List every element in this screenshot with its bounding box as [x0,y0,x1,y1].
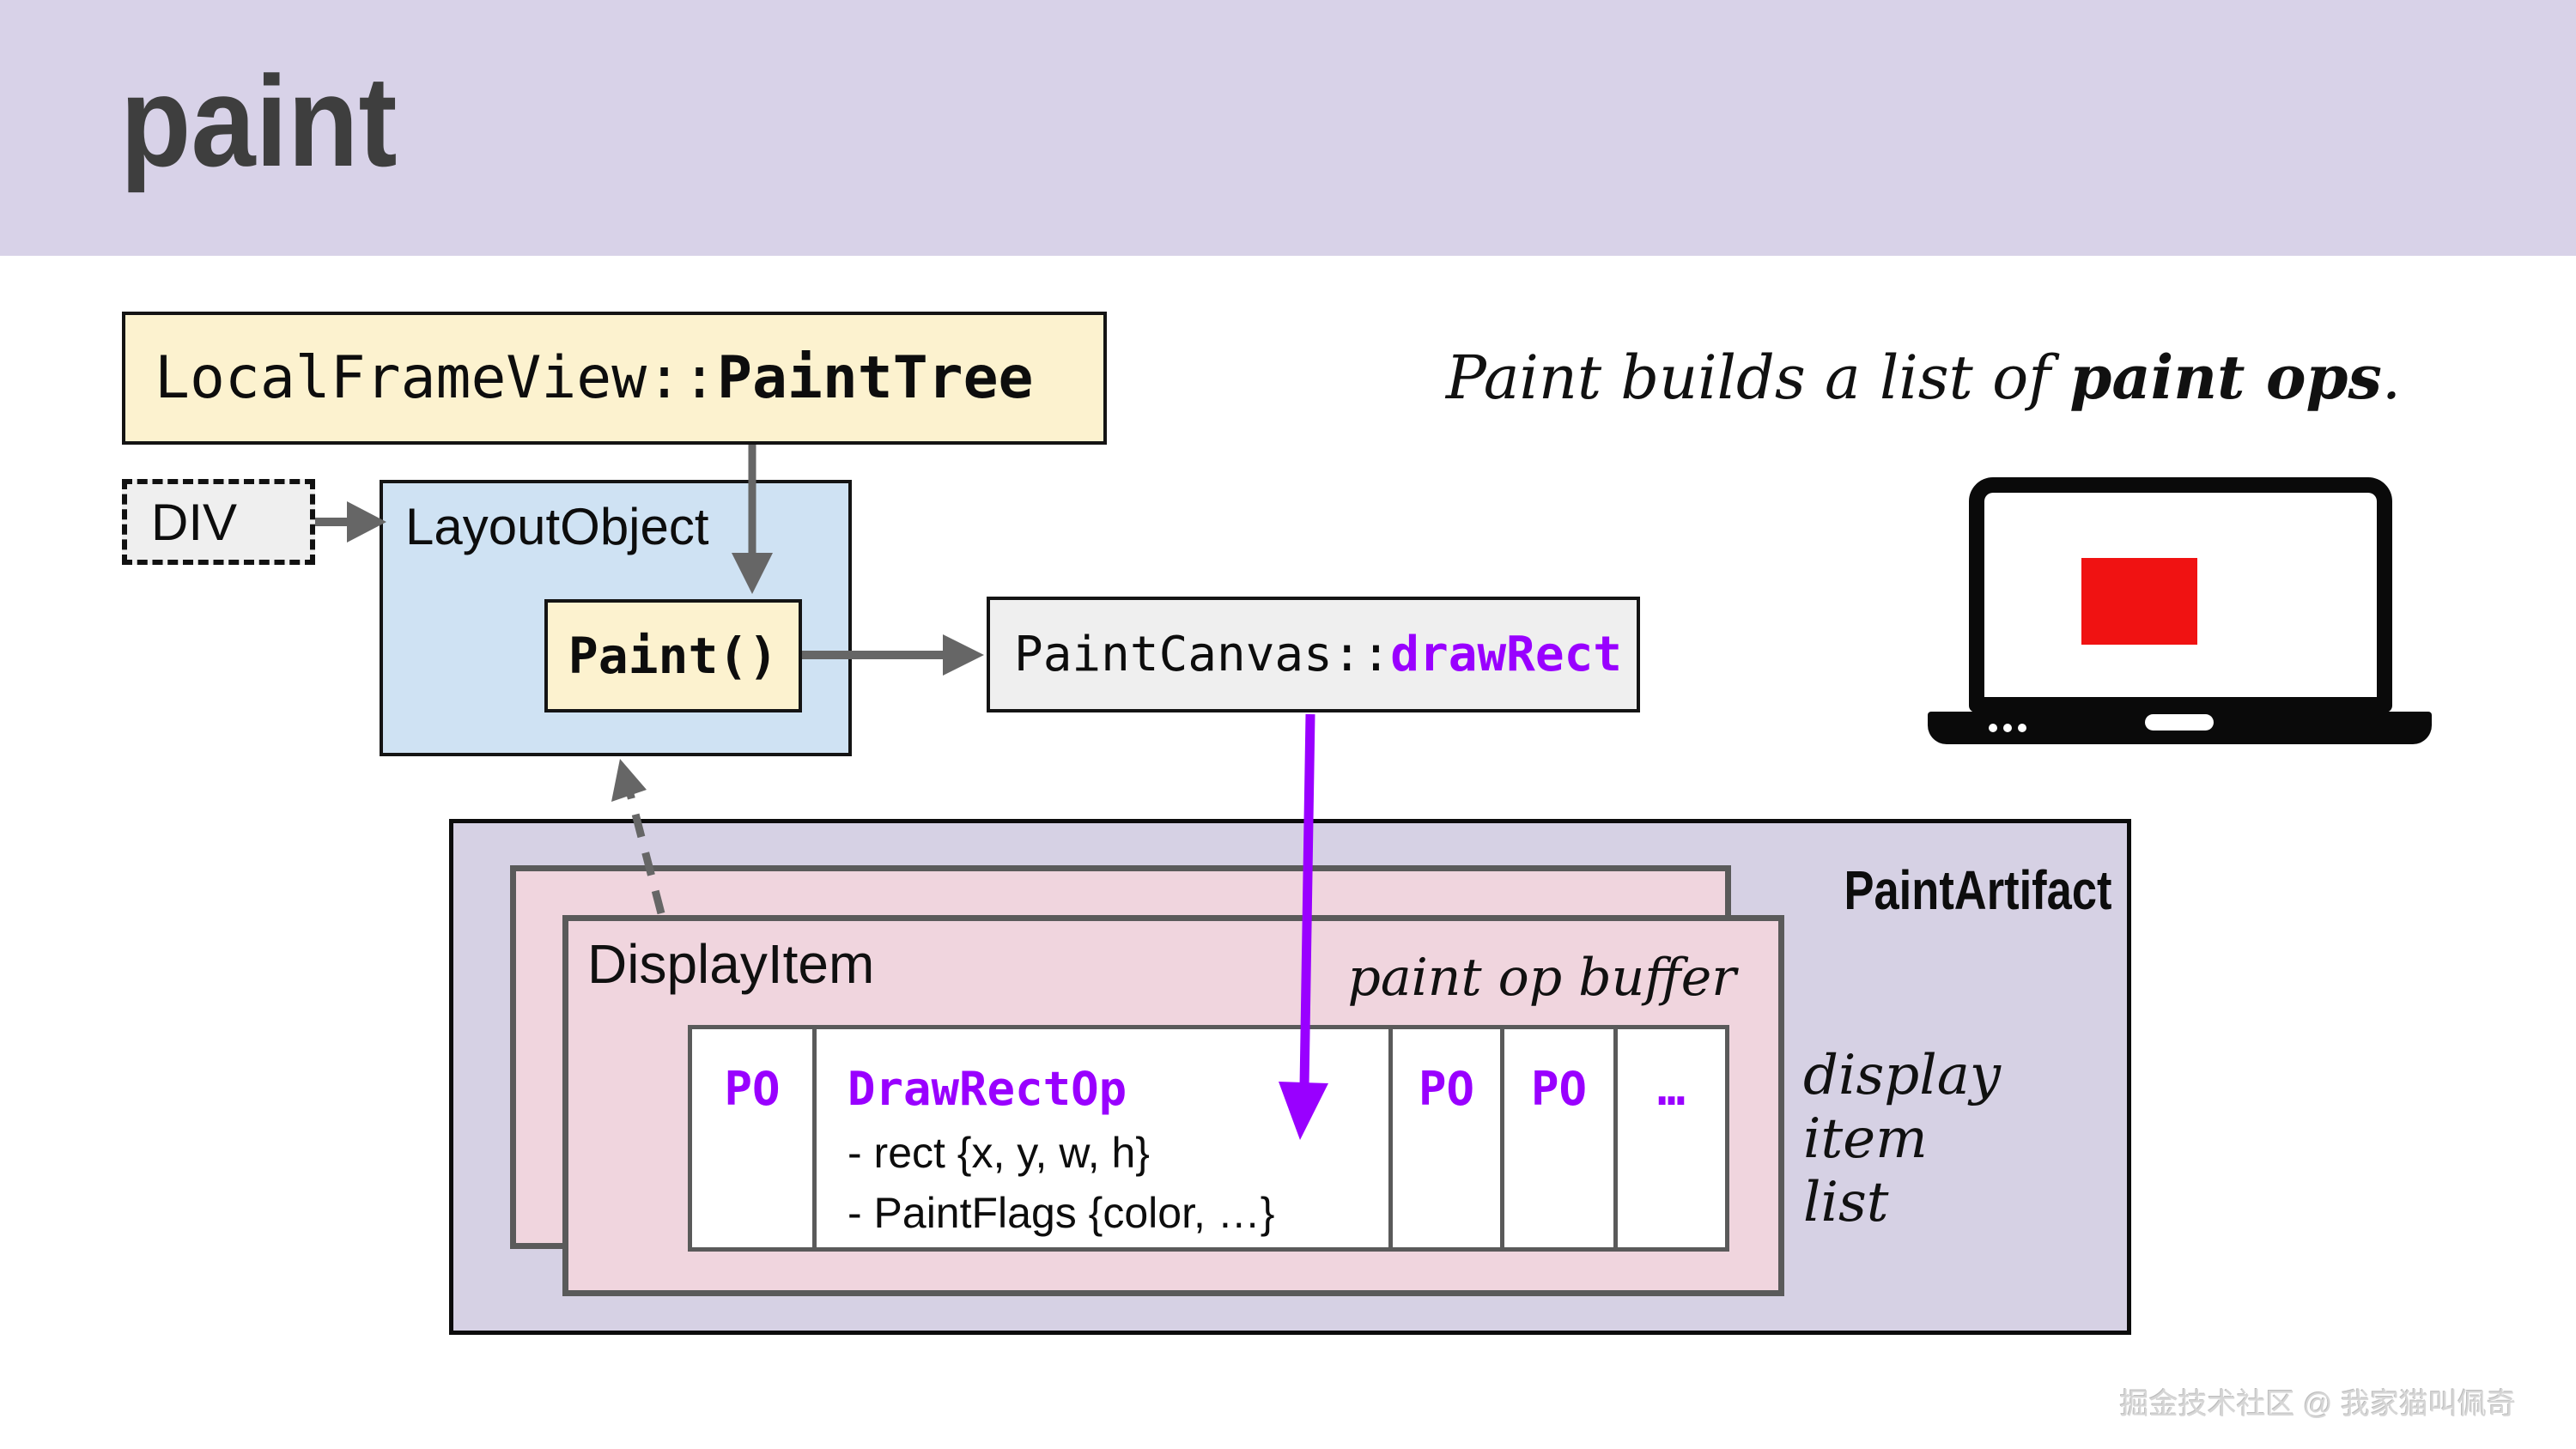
paint-tree-label: LocalFrameView::PaintTree [125,344,1034,412]
header-band [0,0,2576,256]
layout-object-label: LayoutObject [405,498,709,555]
draw-rect-op-detail: - rect {x, y, w, h} [848,1129,1150,1177]
paint-op-ellipsis-cell: … [1613,1029,1725,1247]
paint-op-table: PO DrawRectOp - rect {x, y, w, h} - Pain… [688,1025,1729,1252]
arrowhead-displayitem-to-layoutobject [611,759,647,802]
paint-canvas-label-plain: PaintCanvas:: [1014,627,1391,682]
paint-canvas-box: PaintCanvas::drawRect [987,597,1640,712]
div-node-label: DIV [151,493,238,551]
laptop-dot-icon [2018,724,2026,732]
paint-function-label: Paint() [568,627,779,685]
display-item-list-note-line: item [1803,1107,1928,1171]
paint-op-cell: PO [1500,1029,1613,1247]
page-title: paint [120,49,398,193]
paint-canvas-label-accent: drawRect [1390,627,1623,682]
div-node-box: DIV [122,479,315,565]
paint-op-ellipsis-label: … [1657,1062,1686,1116]
draw-rect-op-title: DrawRectOp [848,1062,1127,1116]
headline-post: . [2381,343,2402,413]
paint-artifact-title: PaintArtifact [1843,859,2111,921]
display-item-list-note-line: list [1803,1171,1889,1234]
paint-op-cell: PO [692,1029,812,1247]
laptop-dot-icon [1989,724,1997,732]
watermark: 掘金技术社区 @ 我家猫叫佩奇 [2119,1388,2516,1421]
display-item-label: DisplayItem [587,933,875,995]
paint-op-cell-label: PO [1530,1062,1588,1116]
draw-rect-op-cell: DrawRectOp - rect {x, y, w, h} - PaintFl… [812,1029,1388,1247]
display-item-list-note-line: display [1803,1044,2002,1107]
headline-bold: paint ops [2069,342,2382,413]
paint-op-cell: PO [1388,1029,1500,1247]
draw-rect-op-detail: - PaintFlags {color, …} [848,1189,1275,1237]
paint-function-box: Paint() [544,599,802,712]
paint-op-cell-label: PO [724,1062,781,1116]
headline-pre: Paint builds a list of [1445,343,2070,413]
paint-tree-label-plain: LocalFrameView:: [155,344,718,412]
paint-op-cell-label: PO [1418,1062,1475,1116]
paint-canvas-label: PaintCanvas::drawRect [990,627,1622,682]
laptop-dot-icon [2003,724,2012,732]
display-item-list-note: display item list [1803,1044,2001,1234]
paint-tree-box: LocalFrameView::PaintTree [122,312,1107,445]
paint-tree-label-bold: PaintTree [717,344,1034,412]
arrowhead-paint-to-paintcanvas [943,634,984,676]
laptop-notch-icon [2145,714,2214,731]
headline: Paint builds a list of paint ops. [1425,342,2421,413]
painted-red-rect [2081,558,2197,645]
paint-op-buffer-label: paint op buffer [1347,948,1736,1008]
